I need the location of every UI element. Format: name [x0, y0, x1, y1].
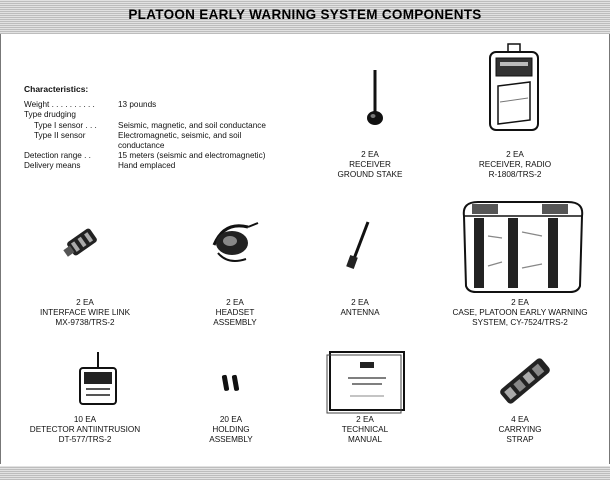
wire-link-icon [63, 228, 97, 257]
component-qty: 4 EA [511, 415, 529, 424]
component-name: RECEIVER [349, 160, 391, 169]
component-caption: 2 EA CASE, PLATOON EARLY WARNING SYSTEM,… [440, 298, 600, 328]
characteristics-label: Detection range . . [24, 151, 91, 161]
component-caption: 10 EA DETECTOR ANTIINTRUSION DT-577/TRS-… [10, 415, 160, 445]
component-name: CARRYING [498, 425, 542, 434]
characteristics-label: Weight . . . . . . . . . . [24, 100, 95, 110]
component-qty: 20 EA [219, 415, 243, 424]
component-name: DETECTOR ANTIINTRUSION [29, 425, 141, 434]
component-detail: DT-577/TRS-2 [58, 435, 112, 444]
bottom-bar [0, 466, 610, 480]
component-caption: 2 EA RECEIVER GROUND STAKE [325, 150, 415, 180]
detector-icon [79, 352, 117, 405]
characteristics-row: Type I sensor . . . Seismic, magnetic, a… [24, 121, 328, 131]
component-name: TECHNICAL [341, 425, 389, 434]
component-detail: ASSEMBLY [213, 318, 257, 327]
characteristics-label [24, 141, 118, 151]
characteristics-row: conductance [24, 141, 328, 151]
antenna-icon [346, 221, 370, 270]
component-qty: 2 EA [356, 415, 374, 424]
carrying-case-icon [462, 201, 584, 293]
component-qty: 2 EA [226, 298, 244, 307]
characteristics-label: Type II sensor [34, 130, 86, 140]
characteristics-value: 15 meters (seismic and electromagnetic) [118, 151, 266, 161]
component-qty: 2 EA [506, 150, 524, 159]
characteristics-value: conductance [118, 141, 165, 151]
component-detail: SYSTEM, CY-7524/TRS-2 [472, 318, 568, 327]
characteristics-label: Delivery means [24, 161, 81, 171]
characteristics-row: Type drudging [24, 110, 328, 120]
component-detail: GROUND STAKE [337, 170, 403, 179]
holding-assembly-icon [221, 374, 240, 391]
characteristics-row: Detection range . . 15 meters (seismic a… [24, 151, 328, 161]
characteristics-label: Type drudging [24, 110, 76, 120]
component-qty: 10 EA [73, 415, 97, 424]
component-name: ANTENNA [340, 308, 380, 317]
component-caption: 2 EA HEADSET ASSEMBLY [190, 298, 280, 328]
headset-icon [212, 222, 259, 262]
characteristics-row: Type II sensor Electromagnetic, seismic,… [24, 131, 328, 141]
component-detail: STRAP [506, 435, 534, 444]
component-detail: MANUAL [347, 435, 383, 444]
technical-manual-icon [326, 351, 405, 414]
characteristics-label: Type I sensor . . . [34, 120, 97, 130]
component-detail: R-1808/TRS-2 [488, 170, 542, 179]
title-bar [0, 0, 610, 34]
component-name: HOLDING [212, 425, 250, 434]
radio-receiver-icon [489, 43, 539, 131]
characteristics-heading: Characteristics: [24, 84, 89, 94]
characteristics-value: 13 pounds [118, 100, 157, 110]
component-qty: 2 EA [76, 298, 94, 307]
component-caption: 20 EA HOLDING ASSEMBLY [196, 415, 266, 445]
characteristics-value: Seismic, magnetic, and soil conductance [118, 120, 266, 130]
page-title: PLATOON EARLY WARNING SYSTEM COMPONENTS [128, 7, 482, 22]
component-caption: 2 EA RECEIVER, RADIO R-1808/TRS-2 [460, 150, 570, 180]
characteristics-value: Electromagnetic, seismic, and soil [118, 130, 242, 140]
component-caption: 2 EA TECHNICAL MANUAL [325, 415, 405, 445]
component-name: RECEIVER, RADIO [478, 160, 552, 169]
characteristics-block: Characteristics: Weight . . . . . . . . … [24, 84, 328, 172]
characteristics-value: Hand emplaced [118, 161, 176, 171]
ground-stake-icon [367, 70, 383, 125]
carrying-strap-icon [500, 358, 550, 404]
characteristics-row: Delivery means Hand emplaced [24, 161, 328, 171]
characteristics-row: Weight . . . . . . . . . . 13 pounds [24, 100, 328, 110]
component-detail: ASSEMBLY [209, 435, 253, 444]
component-name: INTERFACE WIRE LINK [39, 308, 131, 317]
component-qty: 2 EA [351, 298, 369, 307]
component-name: CASE, PLATOON EARLY WARNING [452, 308, 588, 317]
component-detail: MX-9738/TRS-2 [55, 318, 115, 327]
component-caption: 4 EA CARRYING STRAP [480, 415, 560, 445]
component-caption: 2 EA INTERFACE WIRE LINK MX-9738/TRS-2 [20, 298, 150, 328]
component-caption: 2 EA ANTENNA [320, 298, 400, 318]
characteristics-value [118, 110, 328, 120]
component-name: HEADSET [215, 308, 255, 317]
component-qty: 2 EA [361, 150, 379, 159]
component-qty: 2 EA [511, 298, 529, 307]
